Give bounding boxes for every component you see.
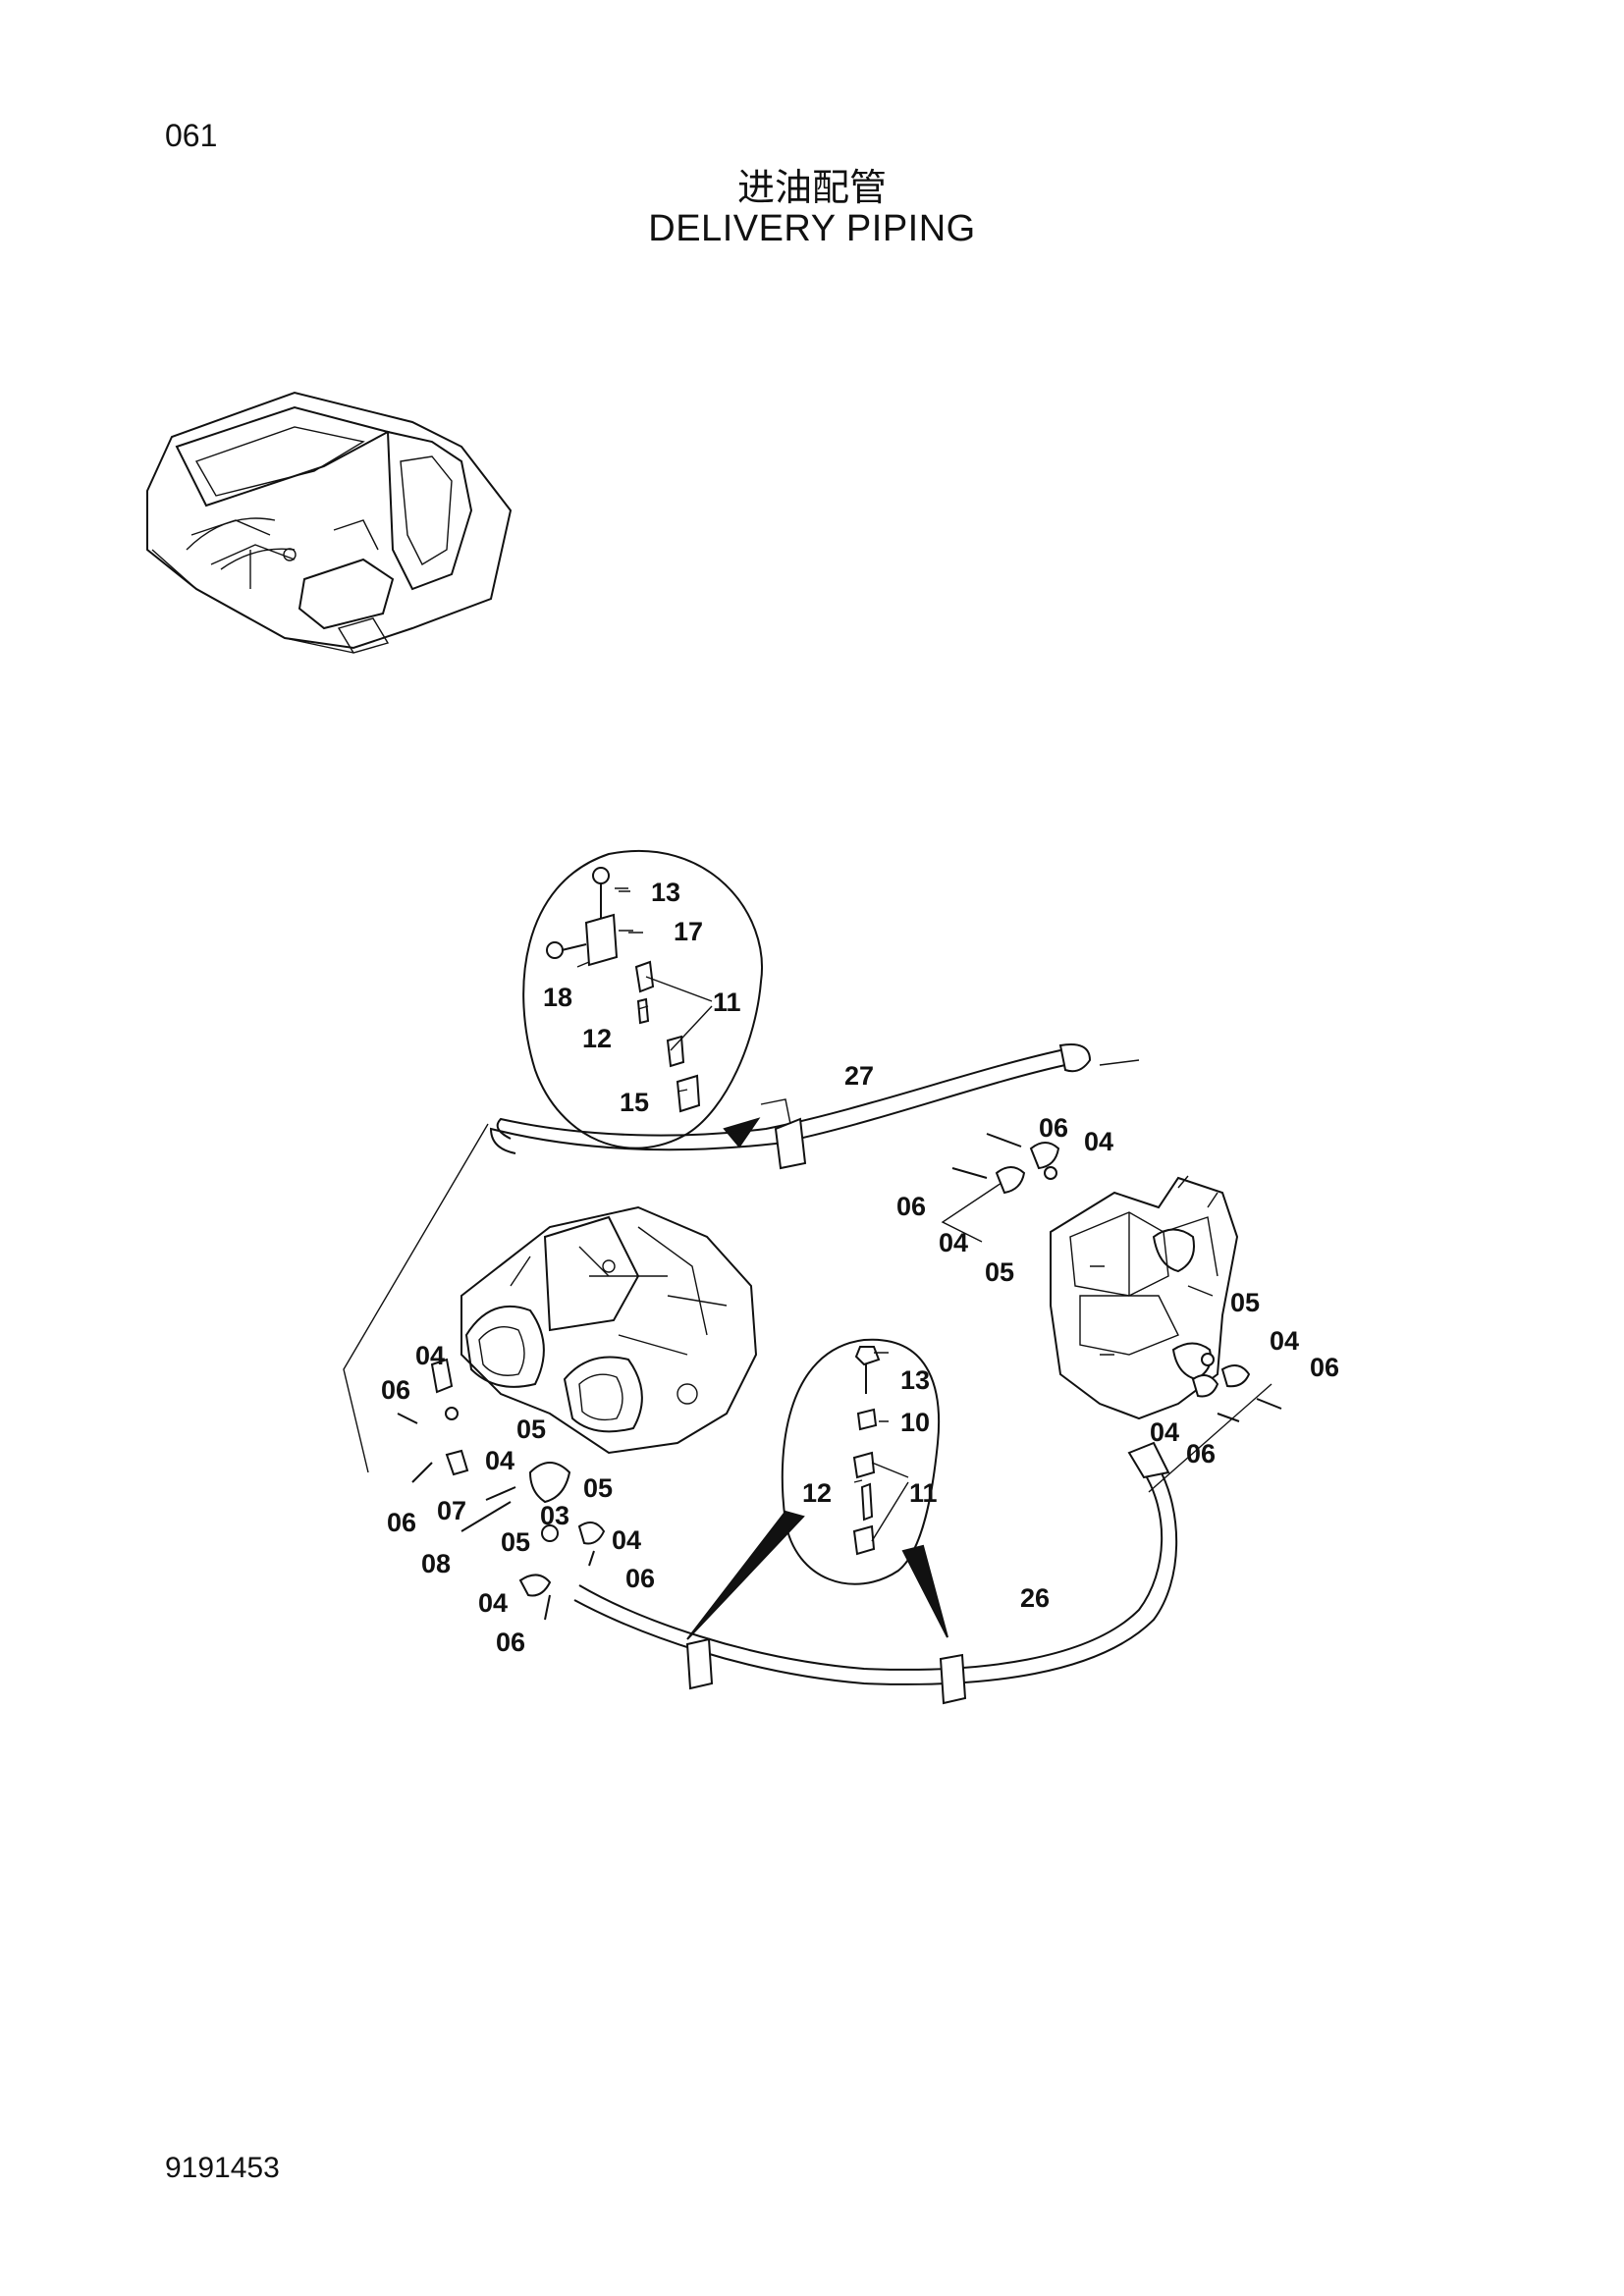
callout-label: 08 xyxy=(421,1549,451,1578)
callout-label: 05 xyxy=(516,1415,546,1444)
callout-label: 05 xyxy=(583,1473,613,1503)
callout-label: 26 xyxy=(1020,1583,1050,1613)
callout-label: 05 xyxy=(501,1527,530,1557)
pump-fittings xyxy=(397,1358,606,1621)
callout-label: 13 xyxy=(651,878,680,907)
callout-label: 04 xyxy=(478,1588,508,1618)
callout-label: 04 xyxy=(415,1341,445,1370)
callout-label: 06 xyxy=(1186,1439,1216,1468)
callout-label: 15 xyxy=(620,1088,649,1117)
callout-label: 11 xyxy=(909,1478,938,1508)
callout-label: 07 xyxy=(437,1496,466,1525)
lower-clamp-detail xyxy=(686,1338,948,1640)
callout-label: 18 xyxy=(543,983,572,1012)
upper-clamp-detail xyxy=(522,849,763,1149)
callout-label: 12 xyxy=(802,1478,832,1508)
control-valve-illustration xyxy=(1050,1175,1239,1420)
callout-label: 06 xyxy=(625,1564,655,1593)
callout-label: 12 xyxy=(582,1024,612,1053)
page-number: 061 xyxy=(165,118,218,153)
leader-lines xyxy=(343,887,1272,1542)
callout-label: 04 xyxy=(939,1228,968,1257)
machine-overview-illustration xyxy=(146,391,513,654)
callout-label: 04 xyxy=(485,1446,514,1475)
callout-label: 13 xyxy=(900,1365,930,1395)
callout-label: 04 xyxy=(1150,1417,1179,1447)
callout-labels: 13 17 18 11 12 15 27 06 04 06 04 05 05 0… xyxy=(381,878,1339,1657)
callout-label: 05 xyxy=(985,1257,1014,1287)
callout-label: 06 xyxy=(496,1628,525,1657)
callout-label: 06 xyxy=(387,1508,416,1537)
callout-label: 04 xyxy=(612,1525,641,1555)
callout-label: 06 xyxy=(381,1375,410,1405)
pipe-27 xyxy=(489,1043,1092,1170)
callout-label: 06 xyxy=(1310,1353,1339,1382)
callout-label: 06 xyxy=(1039,1113,1068,1143)
callout-label: 03 xyxy=(540,1501,569,1530)
page-title-chinese: 进油配管 xyxy=(736,166,887,209)
callout-label: 10 xyxy=(900,1408,930,1437)
callout-label: 04 xyxy=(1084,1127,1113,1156)
callout-label: 17 xyxy=(674,917,703,946)
page-title: DELIVERY PIPING xyxy=(648,208,976,249)
pipe-26 xyxy=(573,1441,1178,1705)
document-number: 9191453 xyxy=(165,2152,280,2184)
callout-label: 05 xyxy=(1230,1288,1260,1317)
callout-label: 04 xyxy=(1270,1326,1299,1356)
callout-label: 27 xyxy=(844,1061,874,1091)
main-pump-illustration xyxy=(460,1205,758,1455)
valve-fittings xyxy=(951,1133,1282,1422)
callout-label: 06 xyxy=(896,1192,926,1221)
callout-label: 11 xyxy=(713,988,741,1017)
